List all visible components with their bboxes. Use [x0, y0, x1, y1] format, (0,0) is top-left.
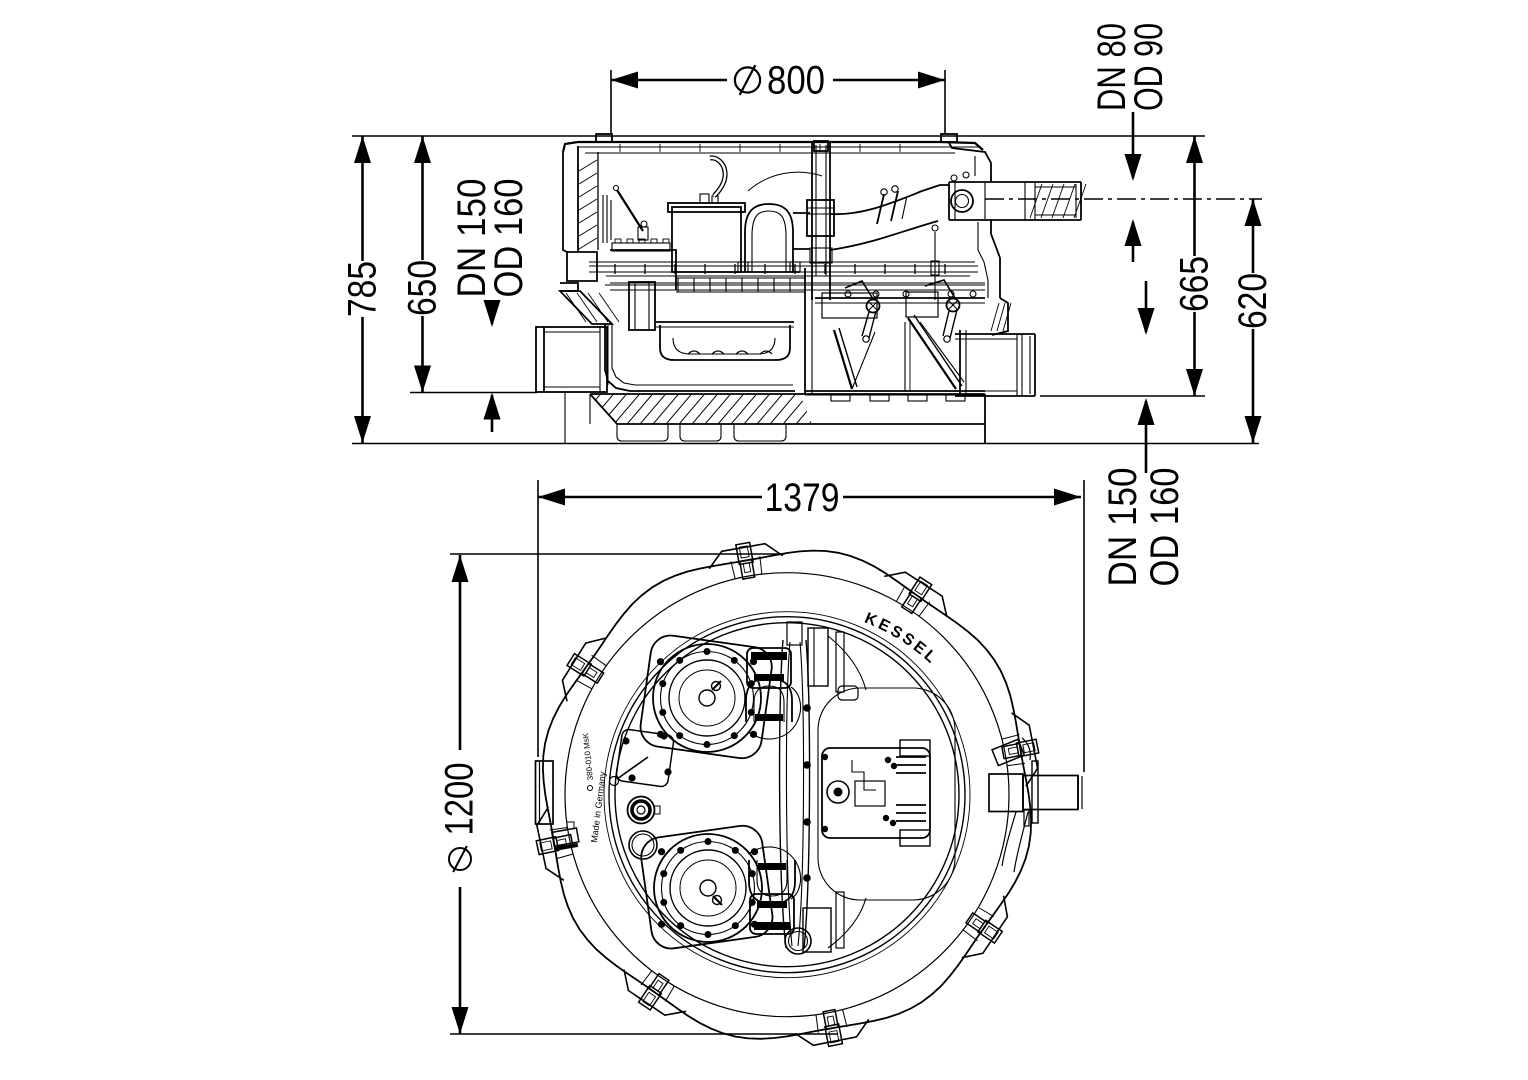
svg-text:650: 650: [401, 260, 445, 316]
svg-text:DN 150: DN 150: [450, 179, 494, 298]
svg-text:OD 160: OD 160: [487, 179, 531, 298]
svg-text:785: 785: [341, 261, 385, 317]
svg-text:OD 90: OD 90: [1127, 23, 1171, 111]
svg-text:OD 160: OD 160: [1143, 468, 1187, 587]
svg-text:620: 620: [1231, 273, 1275, 329]
svg-text:665: 665: [1173, 256, 1217, 312]
svg-text:1200: 1200: [438, 763, 482, 836]
svg-text:1379: 1379: [765, 476, 840, 520]
svg-text:800: 800: [767, 59, 825, 103]
svg-text:DN 80: DN 80: [1090, 23, 1134, 111]
svg-text:DN 150: DN 150: [1101, 468, 1145, 587]
